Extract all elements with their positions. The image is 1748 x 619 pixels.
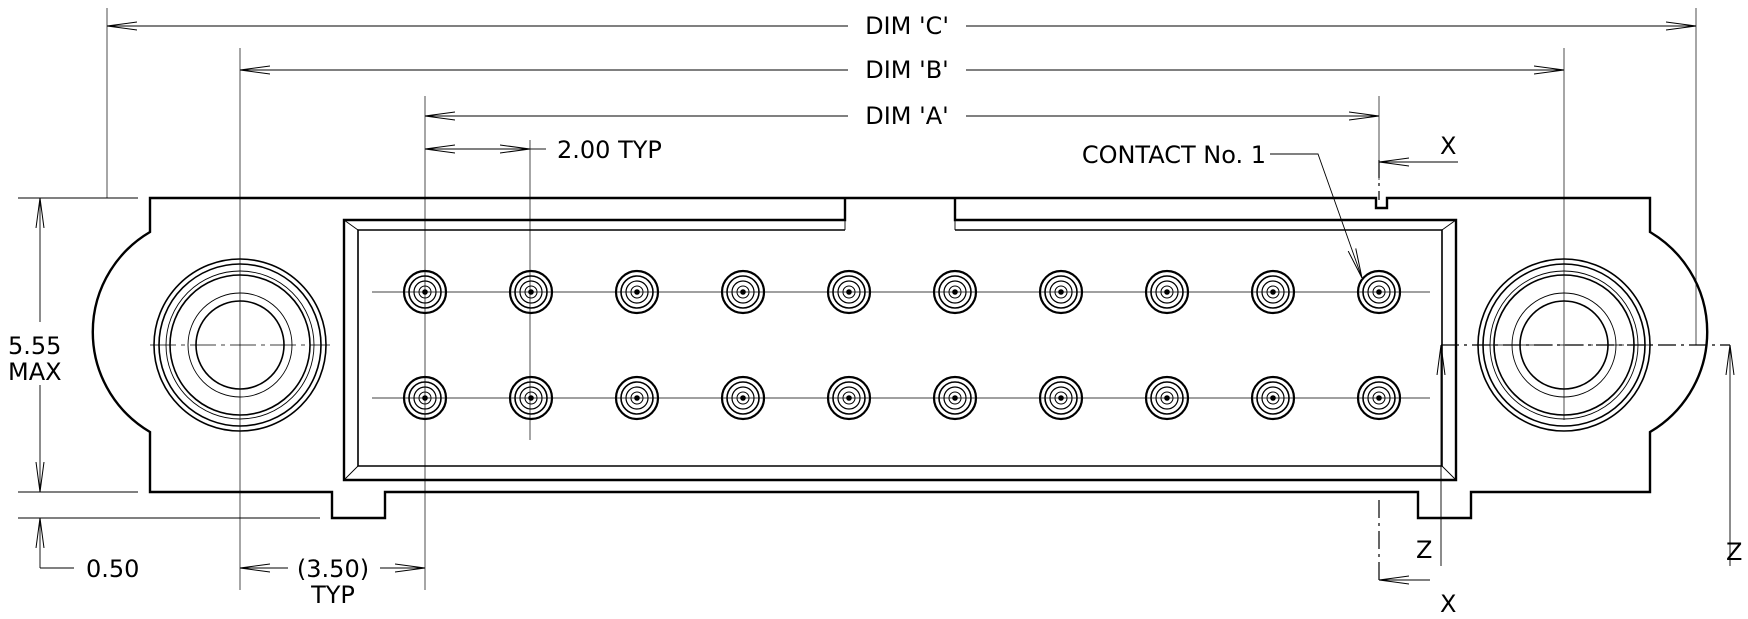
housing-bevels [343, 219, 1457, 481]
section-x-top-label: X [1440, 132, 1456, 160]
offset-label: 0.50 [86, 555, 139, 583]
height-suffix-label: MAX [8, 358, 62, 386]
contact-1-label: CONTACT No. 1 [1082, 141, 1266, 169]
flange-outline [91, 196, 1709, 520]
housing-outer [342, 198, 1458, 482]
housing-inner [357, 229, 1443, 467]
section-z-left-label: Z [1416, 536, 1432, 564]
dim-a-label: DIM 'A' [865, 102, 949, 130]
dim-b-label: DIM 'B' [865, 56, 949, 84]
height-value-label: 5.55 [8, 332, 61, 360]
section-z [1441, 344, 1730, 566]
centerlines [106, 8, 1697, 590]
contact-array [402, 269, 1402, 421]
pitch-label: 2.00 TYP [557, 136, 662, 164]
section-x-bottom-label: X [1440, 590, 1456, 618]
edge-suffix-label: TYP [310, 581, 355, 609]
dimension-lines [18, 26, 1696, 568]
edge-value-label: (3.50) [297, 555, 369, 583]
section-x [1378, 160, 1458, 580]
dim-c-label: DIM 'C' [865, 12, 949, 40]
section-z-right-label: Z [1726, 538, 1742, 566]
